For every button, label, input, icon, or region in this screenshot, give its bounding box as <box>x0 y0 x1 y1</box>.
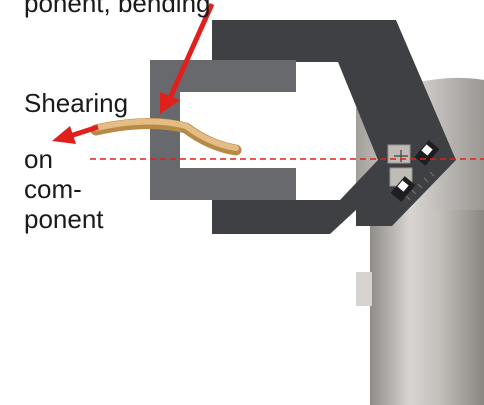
component-label-line-1: on <box>24 144 53 174</box>
on-component-label: on com- ponent <box>24 144 104 234</box>
component-label-line-3: ponent <box>24 204 104 234</box>
side-stub <box>356 272 372 306</box>
shearing-label: Shearing <box>24 88 129 118</box>
shearing-arrow <box>52 124 99 144</box>
component-wire-highlight <box>93 118 239 151</box>
base-cylinder <box>370 210 484 405</box>
top-caption: ponent, bending <box>24 0 211 18</box>
component-label-line-2: com- <box>24 174 82 204</box>
bending-arrow <box>160 2 215 114</box>
